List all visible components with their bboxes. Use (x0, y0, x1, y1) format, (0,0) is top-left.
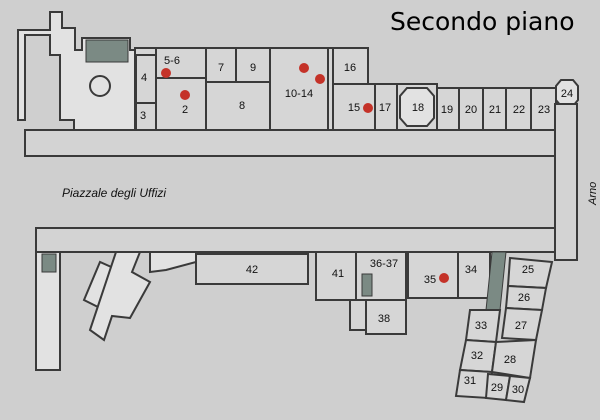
room-8[interactable] (205, 81, 271, 131)
room-label-7: 7 (218, 62, 224, 74)
room-42[interactable] (195, 253, 309, 285)
stairs-west (85, 39, 129, 63)
highlight-marker-2[interactable] (180, 90, 190, 100)
room-34[interactable] (457, 251, 491, 299)
room-10-14[interactable] (269, 47, 329, 131)
room-38-annex (349, 299, 367, 331)
room-label-30: 30 (512, 384, 524, 396)
highlight-marker-15[interactable] (363, 103, 373, 113)
room-label-23: 23 (538, 104, 550, 116)
room-label-25: 25 (522, 264, 534, 276)
room-label-28: 28 (504, 354, 516, 366)
highlight-marker-10-14-b[interactable] (315, 74, 325, 84)
south-corridor (35, 227, 556, 253)
stair-well-circle (89, 75, 111, 97)
room-label-38: 38 (378, 313, 390, 325)
room-30[interactable] (504, 374, 532, 404)
map-title: Secondo piano (390, 7, 575, 36)
room-41[interactable] (315, 251, 357, 301)
room-label-32: 32 (471, 350, 483, 362)
room-label-20: 20 (465, 104, 477, 116)
river-label: Arno (587, 182, 599, 206)
east-corridor (554, 103, 578, 261)
ramp-b (88, 251, 152, 342)
north-corridor (24, 129, 556, 157)
room-label-16: 16 (344, 62, 356, 74)
room-label-5-6: 5-6 (164, 55, 180, 67)
room-label-19: 19 (441, 104, 453, 116)
room-label-10-14: 10-14 (285, 88, 313, 100)
highlight-marker-5-6[interactable] (161, 68, 171, 78)
highlight-marker-10-14-a[interactable] (299, 63, 309, 73)
square-label: Piazzale degli Uffizi (62, 186, 166, 200)
room-label-21: 21 (489, 104, 501, 116)
south-west-block (35, 251, 61, 371)
room-label-29: 29 (491, 382, 503, 394)
room-label-18: 18 (412, 102, 424, 114)
room-label-31: 31 (464, 375, 476, 387)
stairs-south (41, 253, 57, 273)
room-label-41: 41 (332, 268, 344, 280)
room-label-8: 8 (239, 100, 245, 112)
highlight-marker-35[interactable] (439, 273, 449, 283)
room-18[interactable] (399, 87, 435, 127)
room-label-22: 22 (513, 104, 525, 116)
room-label-27: 27 (515, 320, 527, 332)
room-label-17: 17 (379, 102, 391, 114)
ramp-c (149, 251, 197, 274)
room-label-9: 9 (250, 62, 256, 74)
room-35[interactable] (407, 251, 459, 299)
room-label-35: 35 (424, 274, 436, 286)
room-38[interactable] (365, 299, 407, 335)
room-label-4: 4 (141, 72, 147, 84)
room-label-42: 42 (246, 264, 258, 276)
room-label-2: 2 (182, 104, 188, 116)
room-7[interactable] (205, 47, 237, 83)
stairs-36-37 (361, 273, 373, 297)
room-label-3: 3 (140, 110, 146, 122)
room-label-24: 24 (561, 88, 573, 100)
room-16[interactable] (332, 47, 369, 85)
room-label-15: 15 (348, 102, 360, 114)
room-label-33: 33 (475, 320, 487, 332)
room-label-36-37: 36-37 (370, 258, 398, 270)
room-label-34: 34 (465, 264, 477, 276)
room-label-26: 26 (518, 292, 530, 304)
